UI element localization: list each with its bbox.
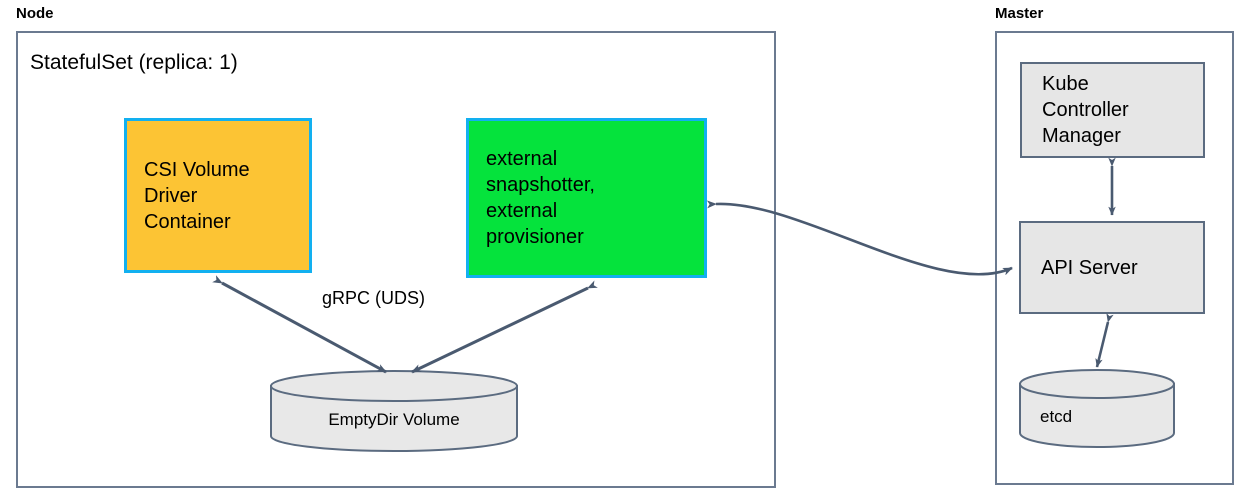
external-snapshotter-provisioner-box[interactable]: external snapshotter, external provision… bbox=[466, 118, 707, 278]
external-snapshotter-provisioner-label: external snapshotter, external provision… bbox=[486, 148, 595, 248]
csi-volume-driver-container-box[interactable]: CSI Volume Driver Container bbox=[124, 118, 312, 273]
emptydir-volume-cylinder[interactable]: EmptyDir Volume bbox=[269, 370, 519, 452]
csi-volume-driver-container-label: CSI Volume Driver Container bbox=[144, 158, 250, 233]
grpc-uds-label: gRPC (UDS) bbox=[322, 288, 426, 308]
api-server-label: API Server bbox=[1041, 256, 1138, 279]
kube-controller-manager-box[interactable]: Kube Controller Manager bbox=[1020, 62, 1205, 158]
etcd-cylinder[interactable]: etcd bbox=[1018, 369, 1176, 449]
master-zone-label: Master bbox=[995, 5, 1044, 22]
kube-controller-manager-label: Kube Controller Manager bbox=[1042, 73, 1129, 147]
api-server-box[interactable]: API Server bbox=[1019, 221, 1205, 314]
statefulset-title: StatefulSet (replica: 1) bbox=[30, 51, 238, 74]
node-zone-label: Node bbox=[16, 5, 54, 22]
